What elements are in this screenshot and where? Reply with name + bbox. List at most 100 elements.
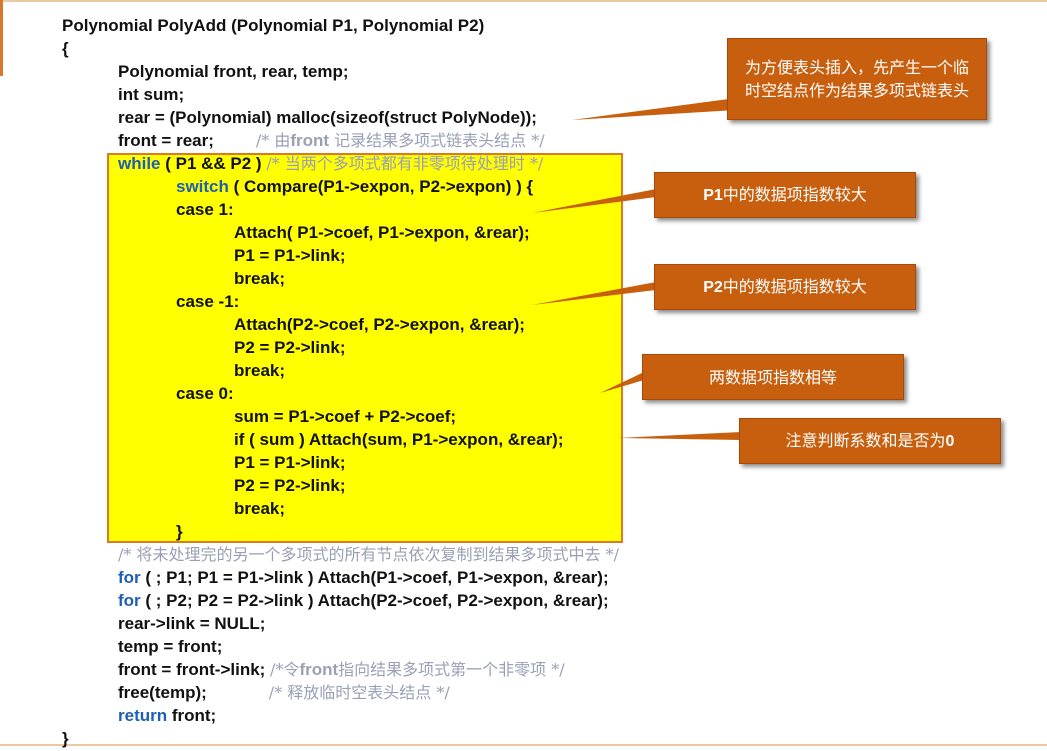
code-keyword: for bbox=[118, 591, 141, 610]
code-keyword: return bbox=[118, 706, 168, 725]
code-text: front = front->link; bbox=[118, 660, 271, 679]
code-line-final-brace: } bbox=[62, 728, 69, 751]
code-text: { bbox=[62, 39, 69, 58]
code-line-case-0: case 0: bbox=[176, 383, 234, 406]
code-line-rear-null: rear->link = NULL; bbox=[118, 613, 265, 636]
code-line-switch: switch ( Compare(P1->expon, P2->expon) )… bbox=[176, 176, 533, 199]
callout-text-bold: P1 bbox=[703, 187, 723, 204]
code-text: P1 = P1->link; bbox=[234, 453, 346, 472]
code-line-while: while ( P1 && P2 ) /* 当两个多项式都有非零项待处理时 */ bbox=[118, 153, 543, 176]
callout-p1-larger: P1中的数据项指数较大 bbox=[654, 172, 916, 218]
callout-pointer-4 bbox=[600, 372, 644, 393]
code-text: ( P1 && P2 ) bbox=[160, 154, 267, 173]
bottom-rule bbox=[0, 744, 1047, 746]
callout-text: 中的数据项指数较大 bbox=[722, 185, 867, 204]
callout-check-zero: 注意判断系数和是否为0 bbox=[739, 418, 1001, 464]
code-text: Polynomial front, rear, temp; bbox=[118, 62, 349, 81]
code-text: front = rear; bbox=[118, 131, 214, 150]
code-line-p1-next: P1 = P1->link; bbox=[234, 452, 346, 475]
code-line-comment-copy: /* 将未处理完的另一个多项式的所有节点依次复制到结果多项式中去 */ bbox=[118, 544, 619, 567]
code-text: ( ; P2; P2 = P2->link ) Attach(P2->coef,… bbox=[140, 591, 609, 610]
code-text: Polynomial PolyAdd (Polynomial P1, Polyn… bbox=[62, 16, 485, 35]
code-text: Attach(P2->coef, P2->expon, &rear); bbox=[234, 315, 525, 334]
code-keyword: for bbox=[118, 568, 141, 587]
code-line-decl: Polynomial front, rear, temp; bbox=[118, 61, 349, 84]
code-line-case-minus-1: case -1: bbox=[176, 291, 239, 314]
code-line-temp: temp = front; bbox=[118, 636, 222, 659]
code-text: P2 = P2->link; bbox=[234, 338, 346, 357]
code-line-p1-next: P1 = P1->link; bbox=[234, 245, 346, 268]
code-line-case-1: case 1: bbox=[176, 199, 234, 222]
code-line-int-sum: int sum; bbox=[118, 84, 184, 107]
code-comment: /*令 bbox=[270, 660, 300, 679]
code-text: ( ; P1; P1 = P1->link ) Attach(P1->coef,… bbox=[140, 568, 609, 587]
callout-text: 为方便表头插入，先产生一个临时空结点作为结果多项式链表头 bbox=[744, 58, 969, 100]
callout-temp-head-node: 为方便表头插入，先产生一个临时空结点作为结果多项式链表头 bbox=[727, 38, 987, 120]
callout-pointer-3 bbox=[532, 282, 656, 305]
code-text: break; bbox=[234, 361, 286, 380]
code-line-for-p1: for ( ; P1; P1 = P1->link ) Attach(P1->c… bbox=[118, 567, 609, 590]
code-comment: 记录结果多项式链表头结点 */ bbox=[329, 131, 545, 150]
code-line-attach-p1: Attach( P1->coef, P1->expon, &rear); bbox=[234, 222, 530, 245]
code-text: P1 = P1->link; bbox=[234, 246, 346, 265]
code-comment: /* 将未处理完的另一个多项式的所有节点依次复制到结果多项式中去 */ bbox=[118, 545, 619, 564]
callout-pointer-2 bbox=[532, 189, 656, 213]
code-text: rear->link = NULL; bbox=[118, 614, 266, 633]
code-text: P2 = P2->link; bbox=[234, 476, 346, 495]
code-text: } bbox=[62, 729, 69, 748]
code-line-return: return front; bbox=[118, 705, 216, 728]
callout-pointer-1 bbox=[572, 98, 736, 120]
while-loop-highlight bbox=[107, 153, 623, 543]
code-line-close-brace: } bbox=[176, 521, 183, 544]
callout-text-bold: 0 bbox=[945, 433, 955, 450]
callout-p2-larger: P2中的数据项指数较大 bbox=[654, 264, 916, 310]
code-line-free: free(temp); /* 释放临时空表头结点 */ bbox=[118, 682, 450, 705]
code-text: temp = front; bbox=[118, 637, 223, 656]
code-line-p2-next: P2 = P2->link; bbox=[234, 475, 346, 498]
code-text: Attach( P1->coef, P1->expon, &rear); bbox=[234, 223, 530, 242]
callout-pointer-5 bbox=[618, 432, 741, 440]
code-line-p2-next: P2 = P2->link; bbox=[234, 337, 346, 360]
code-line-open-brace: { bbox=[62, 38, 69, 61]
code-text: ( Compare(P1->expon, P2->expon) ) { bbox=[228, 177, 534, 196]
code-line-sum: sum = P1->coef + P2->coef; bbox=[234, 406, 456, 429]
code-comment: /* 当两个多项式都有非零项待处理时 */ bbox=[266, 154, 544, 173]
code-line-break: break; bbox=[234, 498, 285, 521]
code-text: } bbox=[176, 522, 183, 541]
code-line-break: break; bbox=[234, 268, 285, 291]
code-text: case 0: bbox=[176, 384, 234, 403]
callout-equal-expon: 两数据项指数相等 bbox=[642, 354, 904, 400]
code-comment: 指向结果多项式第一个非零项 */ bbox=[338, 660, 565, 679]
code-line-for-p2: for ( ; P2; P2 = P2->link ) Attach(P2->c… bbox=[118, 590, 609, 613]
code-line-attach-p2: Attach(P2->coef, P2->expon, &rear); bbox=[234, 314, 525, 337]
code-text: rear = (Polynomial) malloc(sizeof(struct… bbox=[118, 108, 537, 127]
code-text: case 1: bbox=[176, 200, 234, 219]
callout-text: 两数据项指数相等 bbox=[708, 367, 837, 387]
code-comment: /* 由 bbox=[255, 131, 291, 150]
code-text: sum = P1->coef + P2->coef; bbox=[234, 407, 457, 426]
code-text: int sum; bbox=[118, 85, 185, 104]
callout-text: 注意判断系数和是否为 bbox=[785, 431, 946, 450]
code-text: break; bbox=[234, 499, 286, 518]
code-line-malloc: rear = (Polynomial) malloc(sizeof(struct… bbox=[118, 107, 537, 130]
code-text: free(temp); bbox=[118, 683, 207, 702]
code-line-break: break; bbox=[234, 360, 285, 383]
code-comment: front bbox=[299, 660, 339, 679]
code-comment: /* 释放临时空表头结点 */ bbox=[268, 683, 450, 702]
code-line-if-sum: if ( sum ) Attach(sum, P1->expon, &rear)… bbox=[234, 429, 564, 452]
code-line-signature: Polynomial PolyAdd (Polynomial P1, Polyn… bbox=[62, 15, 484, 38]
callout-text: 中的数据项指数较大 bbox=[722, 277, 867, 296]
code-keyword: switch bbox=[176, 177, 229, 196]
code-text: if ( sum ) Attach(sum, P1->expon, &rear)… bbox=[234, 430, 564, 449]
code-line-front-rear: front = rear; /* 由front 记录结果多项式链表头结点 */ bbox=[118, 130, 545, 153]
code-text: front; bbox=[167, 706, 217, 725]
code-keyword: while bbox=[118, 154, 161, 173]
code-text: case -1: bbox=[176, 292, 240, 311]
left-accent-bar bbox=[0, 0, 3, 76]
code-text: break; bbox=[234, 269, 286, 288]
callout-text-bold: P2 bbox=[703, 279, 723, 296]
code-line-front-next: front = front->link; /*令front指向结果多项式第一个非… bbox=[118, 659, 565, 682]
code-comment: front bbox=[290, 131, 330, 150]
top-rule bbox=[0, 0, 1047, 2]
